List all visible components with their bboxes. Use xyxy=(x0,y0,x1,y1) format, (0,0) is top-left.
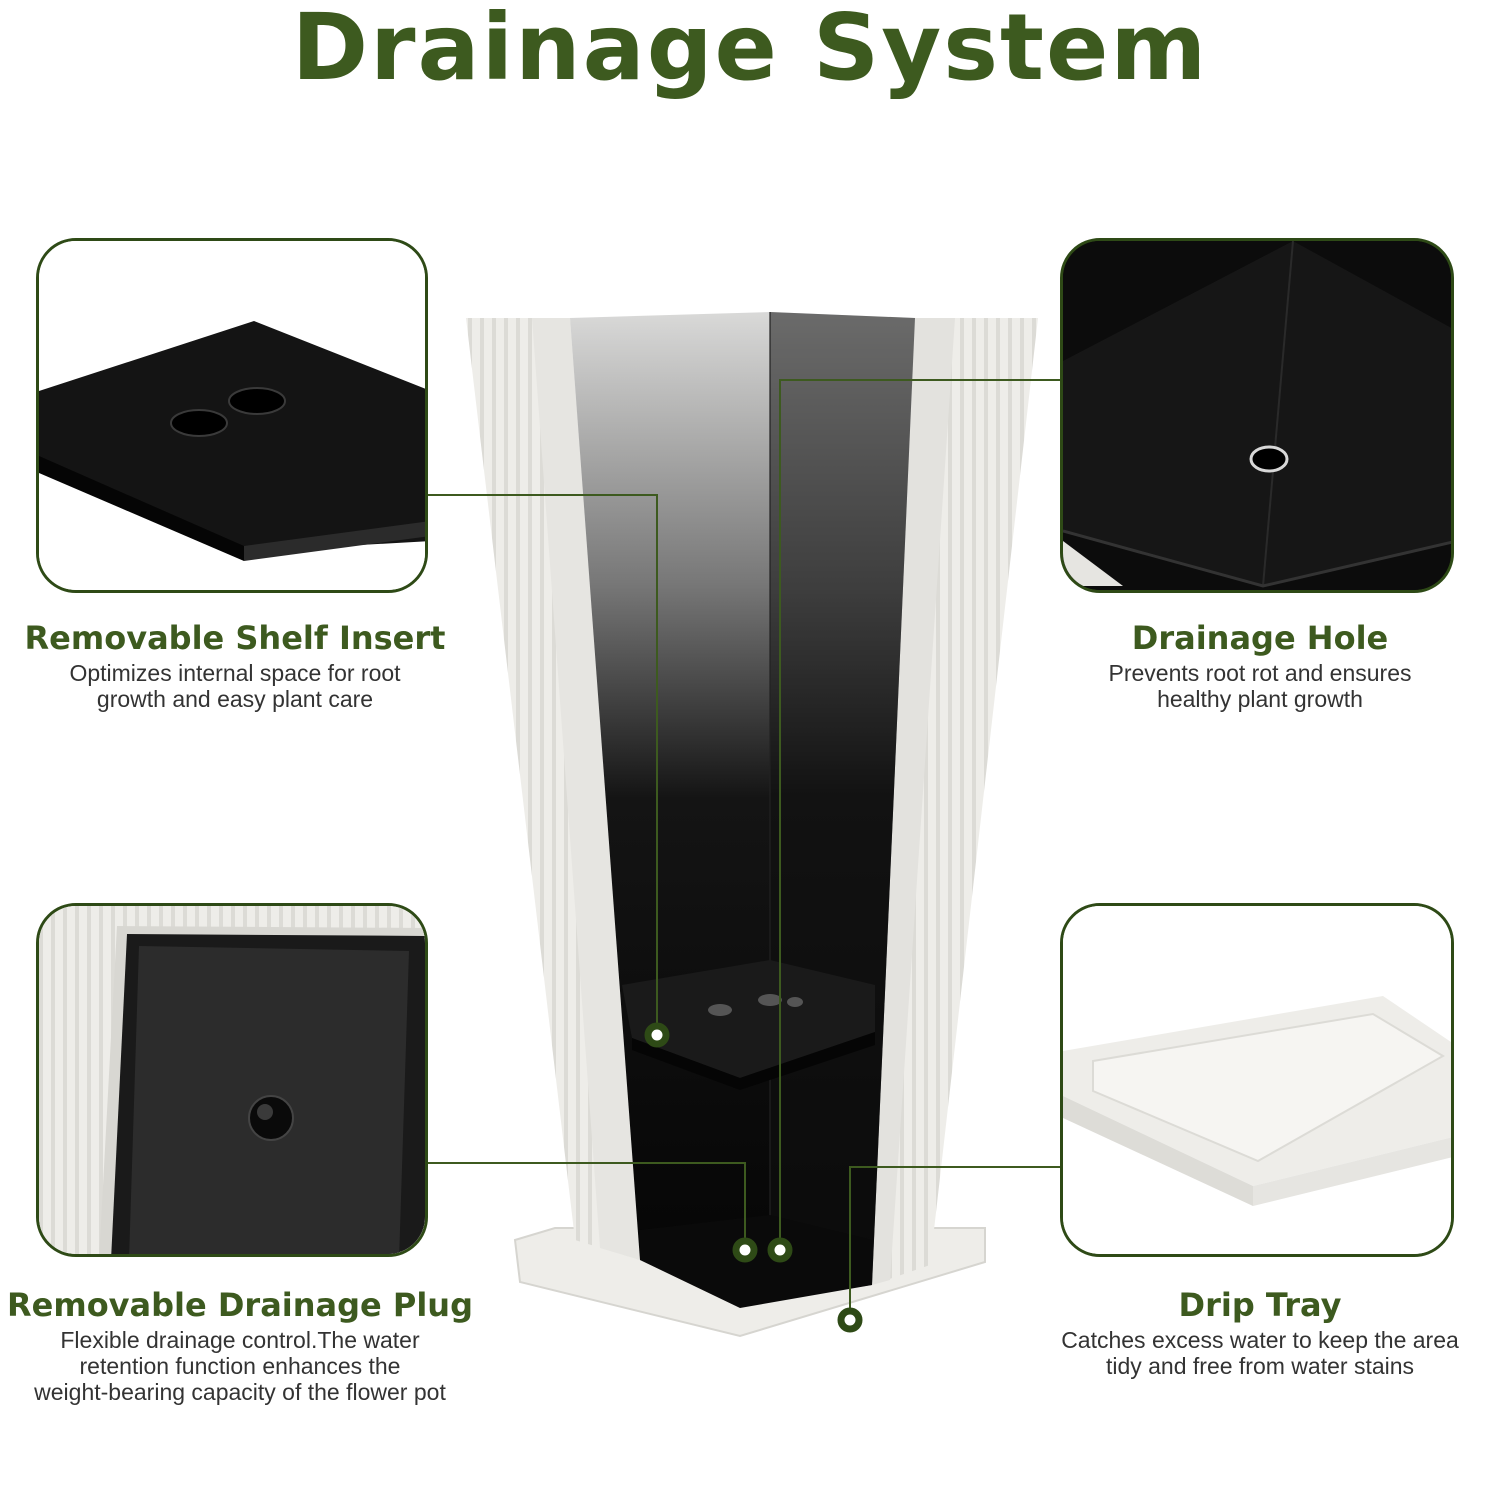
callout-line-tray xyxy=(849,1166,1060,1318)
callout-dot-plug xyxy=(732,1237,758,1263)
caption-drip-tray: Drip Tray Catches excess water to keep t… xyxy=(1030,1285,1490,1379)
callout-line-hole xyxy=(779,379,1060,1248)
caption-description: Optimizes internal space for root growth… xyxy=(69,660,401,712)
callout-dot-tray xyxy=(837,1307,863,1333)
caption-title: Removable Drainage Plug xyxy=(7,1286,473,1324)
caption-shelf-insert: Removable Shelf Insert Optimizes interna… xyxy=(10,618,460,712)
callout-dot-hole xyxy=(767,1237,793,1263)
drip-tray-detail-image xyxy=(1060,903,1454,1257)
caption-description: Prevents root rot and ensures healthy pl… xyxy=(1108,660,1412,712)
caption-description: Flexible drainage control.The water rete… xyxy=(34,1327,446,1405)
caption-title: Drip Tray xyxy=(1178,1286,1342,1324)
caption-description: Catches excess water to keep the area ti… xyxy=(1061,1327,1459,1379)
pot-left-wall xyxy=(466,318,640,1260)
drip-tray xyxy=(513,1227,986,1338)
caption-drainage-plug: Removable Drainage Plug Flexible drainag… xyxy=(0,1285,480,1405)
callout-line-shelf xyxy=(428,494,658,1035)
callout-dot-shelf xyxy=(644,1022,670,1048)
page-title: Drainage System xyxy=(291,0,1209,101)
pot-right-wall xyxy=(872,318,1038,1285)
drainage-hole-detail-image xyxy=(1060,238,1454,593)
caption-title: Drainage Hole xyxy=(1131,619,1389,657)
shelf-insert-detail-image xyxy=(36,238,428,593)
caption-drainage-hole: Drainage Hole Prevents root rot and ensu… xyxy=(1040,618,1480,712)
pot-back-wall xyxy=(570,312,915,1285)
caption-title: Removable Shelf Insert xyxy=(24,619,446,657)
callout-line-plug xyxy=(428,1162,746,1248)
drainage-plug-detail-image xyxy=(36,903,428,1257)
shelf-insert xyxy=(622,960,875,1078)
